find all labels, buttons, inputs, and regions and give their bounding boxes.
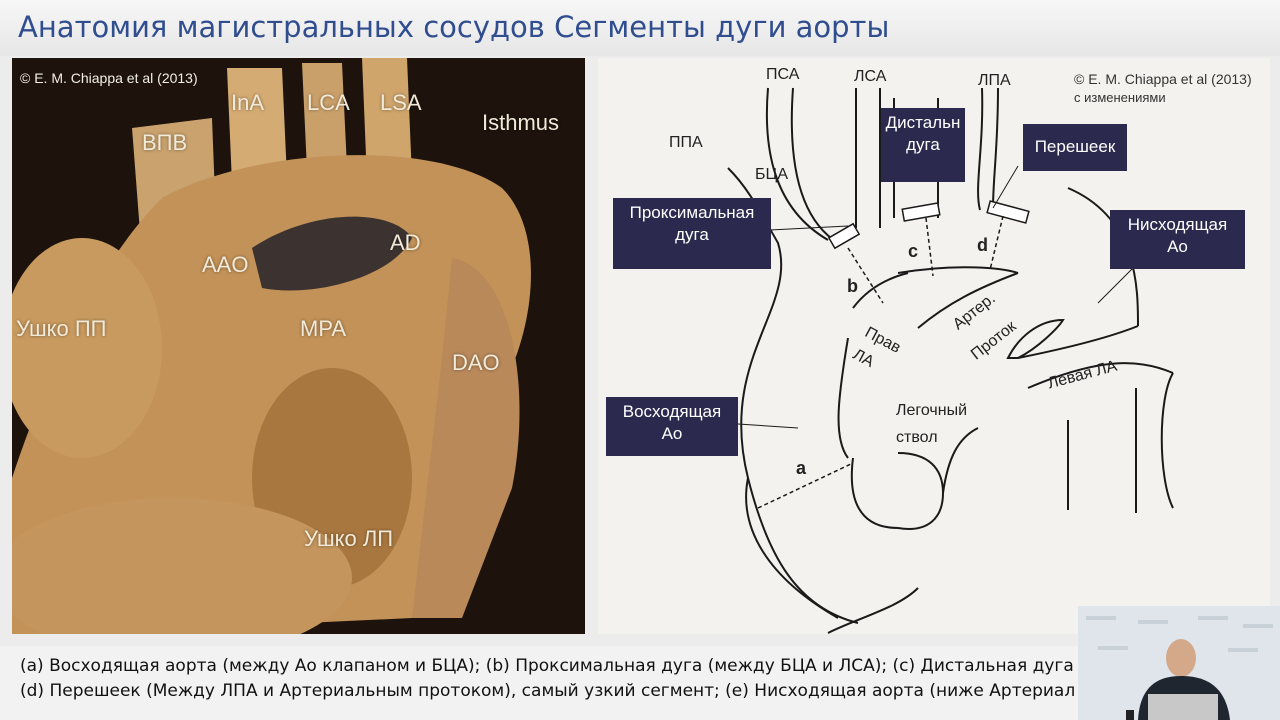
segment-d-label: d: [977, 235, 988, 255]
presenter-figure: [1078, 606, 1280, 720]
box-proximal-arch: Проксимальная дуга: [613, 198, 771, 269]
label-ina: InA: [231, 90, 265, 115]
photo-shapes: [12, 58, 585, 634]
label-vpv: ВПВ: [142, 130, 188, 155]
photo-copyright: © E. M. Chiappa et al (2013): [20, 70, 198, 86]
label-lpa: ЛПА: [978, 72, 1011, 89]
box-ascending-line2: Ао: [661, 424, 683, 443]
aortic-arch-diagram: ПСА ЛСА ЛПА ППА БЦА b c d a Прав ЛА Арте…: [598, 58, 1270, 634]
label-aao: AAO: [202, 252, 249, 277]
label-legochny: Легочный: [896, 402, 968, 419]
box-ascending-aorta: Восходящая Ао: [606, 397, 738, 456]
label-dao: DAO: [452, 350, 500, 375]
box-distal-line1: Дистальн: [885, 113, 961, 132]
caption-bar: (a) Восходящая аорта (между Ао клапаном …: [0, 646, 1078, 720]
segment-b-label: b: [847, 276, 858, 296]
anatomy-photo: © E. M. Chiappa et al (2013) InA LCA LSA…: [12, 58, 585, 634]
box-proximal-line2: дуга: [675, 225, 709, 244]
slide-title: Анатомия магистральных сосудов Сегменты …: [18, 10, 890, 44]
presenter-webcam: [1078, 606, 1280, 720]
box-proximal-line1: Проксимальная: [629, 203, 755, 222]
label-lca: LCA: [307, 90, 350, 115]
caption-line-1: (a) Восходящая аорта (между Ао клапаном …: [20, 656, 1078, 676]
segment-c-label: c: [908, 241, 919, 261]
box-distal-line2: дуга: [906, 135, 940, 154]
label-ad: AD: [390, 230, 421, 255]
box-descending-aorta: Нисходящая Ао: [1110, 210, 1245, 269]
box-isthmus: Перешеек: [1023, 124, 1127, 171]
label-stvol: ствол: [896, 429, 938, 446]
label-ppa: ППА: [669, 134, 703, 151]
label-isthmus: Isthmus: [482, 110, 560, 135]
label-ushko-pp: Ушко ПП: [16, 316, 107, 341]
box-ascending-line1: Восходящая: [622, 402, 722, 421]
label-bca: БЦА: [755, 166, 789, 183]
box-distal-arch: Дистальн дуга: [881, 108, 965, 182]
diagram-copyright: © E. M. Chiappa et al (2013): [1074, 71, 1252, 87]
box-descending-line2: Ао: [1167, 237, 1188, 256]
label-ushko-lp: Ушко ЛП: [304, 526, 394, 551]
box-descending-line1: Нисходящая: [1127, 215, 1228, 234]
slide-title-bar: Анатомия магистральных сосудов Сегменты …: [0, 0, 1280, 56]
diagram-copyright-note: с изменениями: [1074, 90, 1166, 105]
caption-line-2: (d) Перешеек (Между ЛПА и Артериальным п…: [20, 681, 1076, 701]
label-lsa-diagram: ЛСА: [854, 68, 887, 85]
label-lsa: LSA: [380, 90, 422, 115]
label-mpa: MPA: [300, 316, 347, 341]
segment-a-label: a: [796, 458, 807, 478]
box-isthmus-label: Перешеек: [1034, 137, 1116, 156]
label-psa: ПСА: [766, 66, 800, 83]
